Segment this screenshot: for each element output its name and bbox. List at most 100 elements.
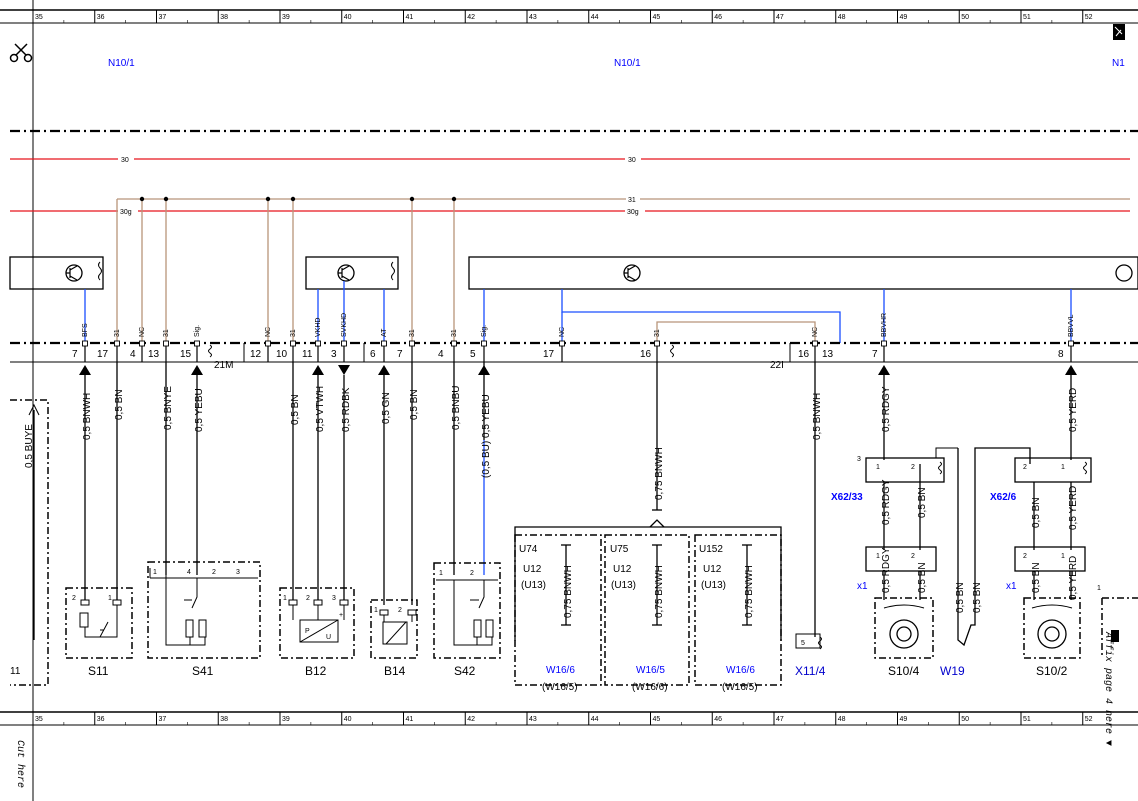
svg-text:2: 2 bbox=[212, 569, 216, 576]
svg-text:2: 2 bbox=[911, 464, 915, 471]
svg-text:U74: U74 bbox=[519, 544, 538, 555]
ground-feeds bbox=[116, 199, 816, 343]
component-label: S10/4 bbox=[888, 664, 920, 678]
wire-label: 0,5 VTWH bbox=[315, 386, 326, 432]
pin-signal: AT bbox=[381, 328, 388, 337]
svg-text:2: 2 bbox=[306, 595, 310, 602]
internal-block bbox=[305, 256, 399, 290]
component-label: S41 bbox=[192, 664, 214, 678]
svg-text:(W16/5): (W16/5) bbox=[542, 682, 578, 693]
svg-text:(U13): (U13) bbox=[611, 580, 636, 591]
pin-signal: SVKHD bbox=[341, 313, 348, 337]
wire-label: 0,5 BN bbox=[1031, 497, 1042, 528]
pin-signal: BBVVL bbox=[1068, 314, 1075, 337]
pin-socket bbox=[82, 340, 88, 347]
svg-text:2: 2 bbox=[398, 607, 402, 614]
module-label: N1 bbox=[1112, 58, 1125, 69]
svg-text:1: 1 bbox=[1097, 585, 1101, 592]
connector-x62-6: 2 1 bbox=[1014, 457, 1092, 550]
pin-number: 6 bbox=[370, 349, 376, 360]
pin-signal: Sig. bbox=[481, 325, 488, 337]
connector-x62-33: 3 1 2 bbox=[857, 447, 958, 550]
svg-text:1: 1 bbox=[153, 569, 157, 576]
pin-signal: NC bbox=[559, 327, 566, 337]
pin-socket bbox=[114, 340, 120, 347]
pin-socket bbox=[290, 340, 296, 347]
ruler-number: 41 bbox=[406, 716, 414, 723]
pin-signal: VKHD bbox=[315, 318, 322, 337]
ruler-number: 40 bbox=[344, 14, 352, 21]
component-label: S42 bbox=[454, 664, 476, 678]
wire-label: 0,5 BNYE bbox=[163, 386, 174, 430]
module-label: N10/1 bbox=[108, 58, 135, 69]
component-label: B14 bbox=[384, 664, 406, 678]
connector-x1-right: 2 1 bbox=[1014, 546, 1086, 600]
pin-socket bbox=[654, 340, 660, 347]
wire-label: 0,5 YERD bbox=[1068, 388, 1079, 432]
ruler-number: 46 bbox=[714, 14, 722, 21]
pin-socket bbox=[409, 340, 415, 347]
wire-label: 0,5 RDGY bbox=[881, 479, 892, 525]
wire-label: 0,75 BNWH bbox=[744, 565, 755, 618]
svg-text:U12: U12 bbox=[523, 564, 542, 575]
ruler-number: 49 bbox=[900, 14, 908, 21]
pin-socket bbox=[315, 340, 321, 347]
svg-text:1: 1 bbox=[108, 595, 112, 602]
wire-label: 0,5 RDGY bbox=[881, 386, 892, 432]
ruler-number: 50 bbox=[961, 716, 969, 723]
ruler-number: 35 bbox=[35, 14, 43, 21]
pin-signal: 31 bbox=[290, 329, 297, 337]
pin-socket bbox=[881, 340, 887, 347]
component-label: W19 bbox=[940, 664, 965, 678]
wire-label: 0,5 RDGY bbox=[881, 547, 892, 593]
pin-number: 13 bbox=[822, 349, 834, 360]
svg-text:U12: U12 bbox=[613, 564, 632, 575]
wire-label: 0,5 YERD bbox=[1068, 556, 1079, 600]
component-label: S10/2 bbox=[1036, 664, 1068, 678]
pin-signal: NC bbox=[812, 327, 819, 337]
svg-text:+: + bbox=[339, 612, 343, 619]
pin-signal: 31 bbox=[451, 329, 458, 337]
ruler-number: 52 bbox=[1085, 716, 1093, 723]
line-30-label: 30 bbox=[628, 157, 636, 164]
wire-label: 0,75 BNWH bbox=[654, 565, 665, 618]
line-31-label: 31 bbox=[628, 197, 636, 204]
ruler-number: 48 bbox=[838, 716, 846, 723]
component-label: X11/4 bbox=[795, 664, 826, 678]
line-30g-label: 30g bbox=[627, 209, 639, 216]
ruler-number: 38 bbox=[220, 716, 228, 723]
ruler-number: 51 bbox=[1023, 14, 1031, 21]
pin-socket bbox=[481, 340, 487, 347]
wire-label: (0,5 BU) 0,5 YEBU bbox=[481, 394, 492, 478]
ruler-number: 36 bbox=[97, 716, 105, 723]
ruler-number: 44 bbox=[591, 14, 599, 21]
ruler-number: 37 bbox=[159, 716, 167, 723]
ruler-number: 46 bbox=[714, 716, 722, 723]
pin-signal: NC bbox=[139, 327, 146, 337]
pin-signal: Sig. bbox=[194, 325, 201, 337]
pin-signal: 31 bbox=[654, 329, 661, 337]
svg-text:1: 1 bbox=[283, 595, 287, 602]
svg-text:2: 2 bbox=[72, 595, 76, 602]
page-corner-icon bbox=[1113, 24, 1125, 40]
connector-x1-left: 1 2 bbox=[865, 546, 937, 600]
svg-text:5: 5 bbox=[801, 640, 805, 647]
pin-signal: NC bbox=[265, 327, 272, 337]
pin-signal: 31 bbox=[114, 329, 121, 337]
ruler-number: 35 bbox=[35, 716, 43, 723]
component-s42: 1 2 bbox=[433, 562, 501, 659]
svg-text:U12: U12 bbox=[703, 564, 722, 575]
svg-text:2: 2 bbox=[1023, 464, 1027, 471]
pin-socket bbox=[812, 340, 818, 347]
svg-text:U: U bbox=[326, 634, 331, 641]
wire-label: 0,5 BNWH bbox=[82, 393, 93, 440]
ruler-number: 51 bbox=[1023, 716, 1031, 723]
ruler-number: 45 bbox=[653, 716, 661, 723]
ruler-number: 47 bbox=[776, 14, 784, 21]
pin-arrows bbox=[79, 365, 1077, 375]
splice-box: U75 U12 (U13) W16/5 (W16/6) bbox=[604, 534, 690, 693]
line-30g-label: 30g bbox=[120, 209, 132, 216]
pin-number: 7 bbox=[872, 349, 878, 360]
ruler-number: 52 bbox=[1085, 14, 1093, 21]
